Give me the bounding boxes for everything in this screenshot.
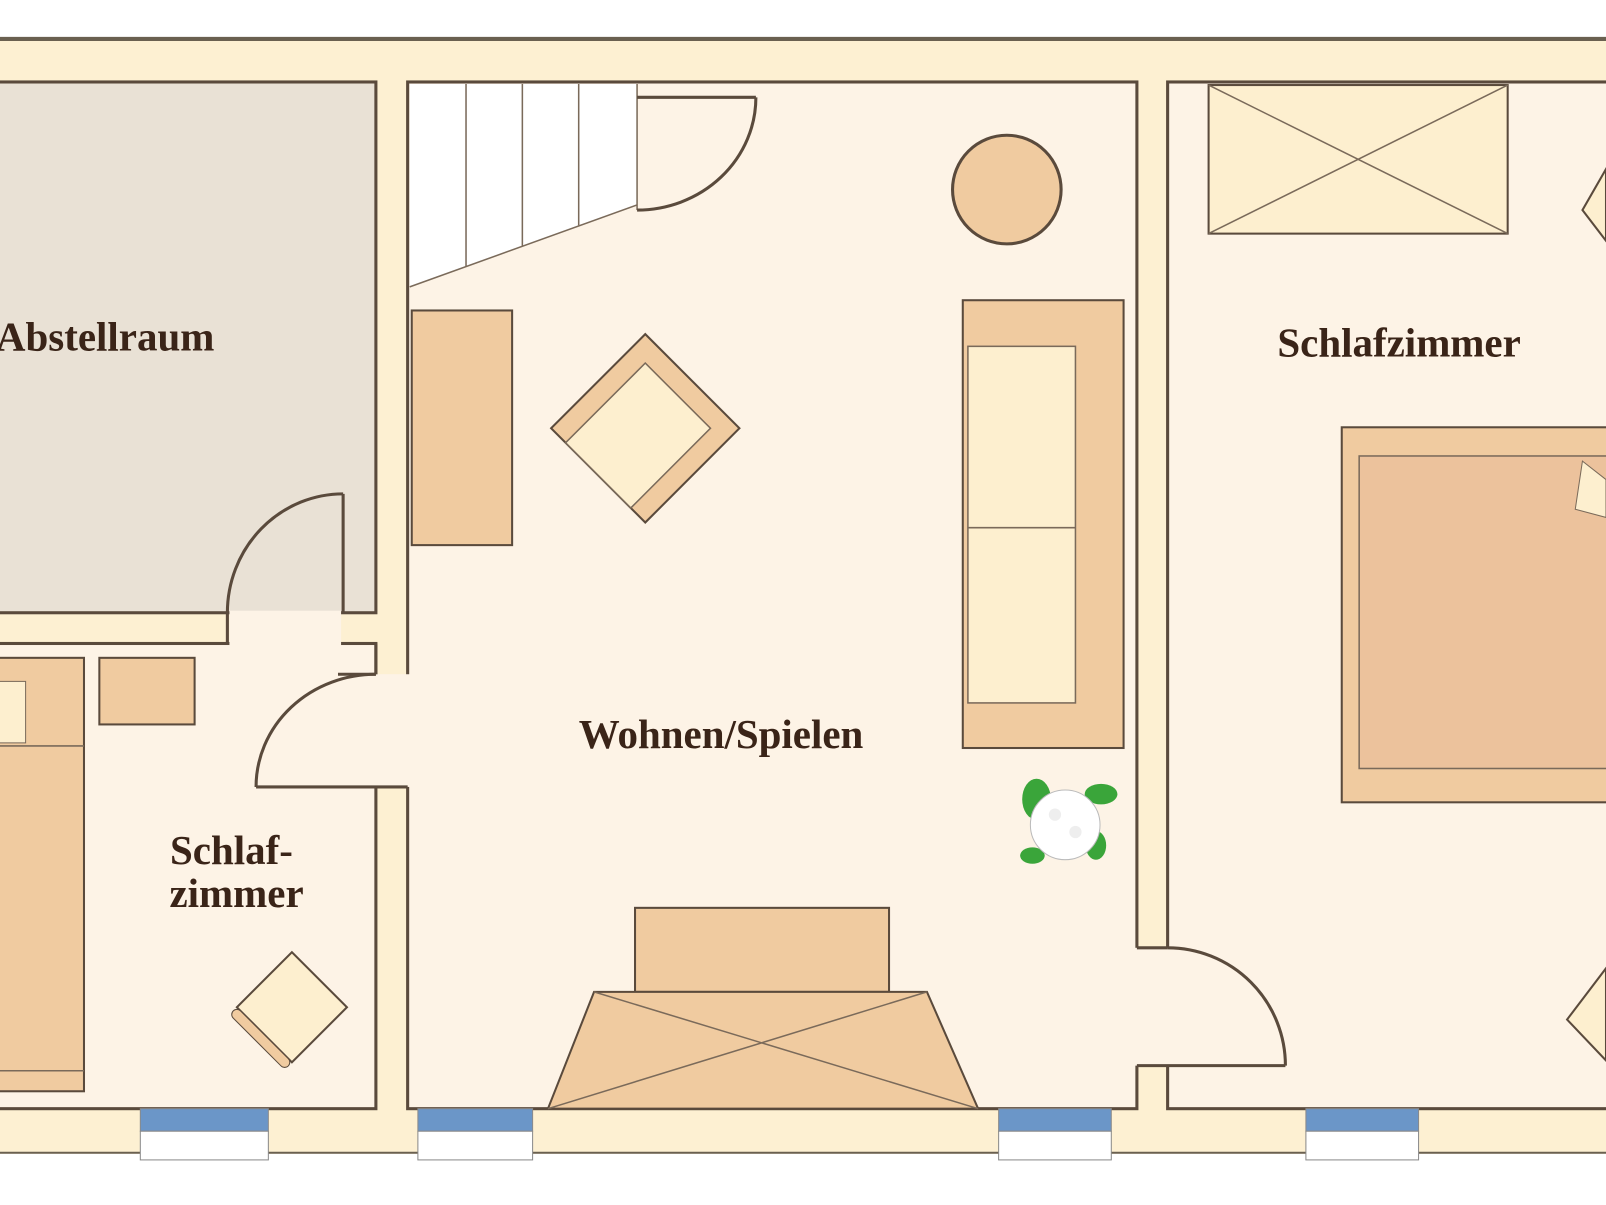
round-table — [951, 133, 1063, 246]
room-label-bedroom-small-2: zimmer — [170, 870, 304, 916]
single-bed — [0, 656, 86, 1093]
storage-room — [0, 80, 378, 615]
window — [417, 1108, 534, 1161]
small-chair — [231, 950, 349, 1068]
staircase — [409, 84, 638, 288]
room-label-bedroom-large: Schlafzimmer — [1277, 320, 1520, 366]
window — [139, 1108, 269, 1161]
room-label-bedroom-small-1: Schlaf- — [170, 827, 293, 873]
windows — [139, 1108, 1420, 1161]
tv-unit — [546, 906, 980, 1110]
sideboard — [410, 309, 514, 547]
room-label-living: Wohnen/Spielen — [579, 711, 864, 757]
armchair — [549, 332, 741, 524]
chair — [1565, 966, 1606, 1063]
sofa — [961, 299, 1125, 750]
small-bedroom-door[interactable] — [254, 643, 408, 789]
stair-door[interactable] — [637, 95, 758, 212]
double-bed — [1340, 426, 1606, 804]
night-table — [1581, 167, 1606, 243]
nightstand — [98, 656, 196, 726]
room-label-storage: Abstellraum — [0, 313, 214, 359]
storage-door[interactable] — [225, 492, 345, 644]
window — [1305, 1108, 1420, 1161]
window — [998, 1108, 1112, 1161]
plant-icon — [1020, 778, 1118, 864]
wardrobe — [1207, 84, 1509, 235]
bedroom-door[interactable] — [1136, 946, 1287, 1068]
